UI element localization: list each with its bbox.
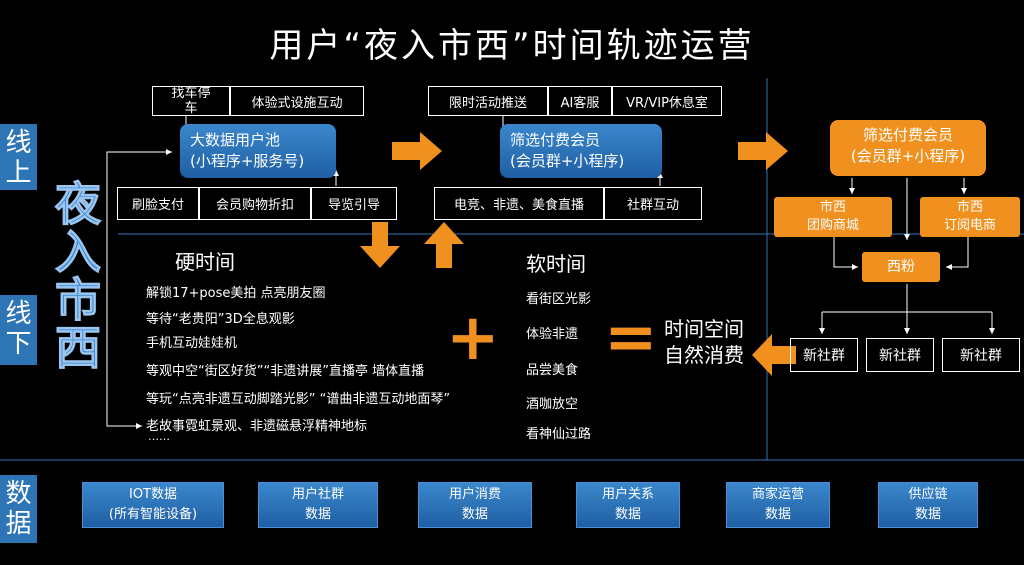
hard-item-7: …… — [148, 430, 170, 443]
tag-community-interact: 社群互动 — [604, 187, 702, 220]
side-label-online-text: 线上 — [5, 128, 32, 188]
group-buy-mall-box: 市西 团购商城 — [774, 197, 892, 237]
data-box-relationship-line2: 数据 — [614, 507, 641, 522]
side-label-data: 数据 — [0, 475, 37, 543]
user-pool-box: 大数据用户池 (小程序+服务号) — [180, 124, 336, 178]
hard-item-4: 等观中空“街区好货”“非遗讲展”直播亭 墙体直播 — [146, 364, 425, 379]
hard-item-1: 解锁17+pose美拍 点亮朋友圈 — [146, 286, 326, 301]
tag-guide-text: 导览引导 — [327, 198, 380, 213]
soft-time-title: 软时间 — [526, 252, 586, 276]
orange-arrow-down — [360, 222, 400, 268]
data-box-supply-chain: 供应链数据 — [878, 482, 978, 528]
user-pool-title: 大数据用户池 — [190, 131, 281, 149]
hard-item-3: 手机互动娃娃机 — [146, 336, 238, 351]
new-community-box-3: 新社群 — [942, 338, 1020, 372]
paid-member-box-orange: 筛选付费会员 (会员群+小程序) — [830, 120, 986, 176]
data-box-relationship: 用户关系数据 — [576, 482, 680, 528]
tag-live-stream: 电竞、非遗、美食直播 — [434, 187, 604, 220]
tag-experience-text: 体验式设施互动 — [251, 95, 343, 111]
tag-face-pay-text: 刷脸支付 — [131, 198, 184, 213]
data-box-consumption: 用户消费数据 — [418, 482, 532, 528]
subscription-ecommerce-box: 市西 订阅电商 — [920, 197, 1020, 237]
vertical-brand-text: 夜入市西 — [55, 177, 102, 375]
equals-sign: = — [604, 301, 658, 375]
new-community-text-1: 新社群 — [803, 348, 845, 364]
result-line1: 时间空间 — [664, 317, 744, 341]
soft-item-2: 体验非遗 — [526, 327, 579, 342]
soft-item-4: 酒咖放空 — [526, 397, 579, 412]
paid-member-subtitle: (会员群+小程序) — [510, 152, 625, 170]
orange-arrow-up — [424, 222, 464, 268]
new-community-text-3: 新社群 — [960, 348, 1002, 364]
soft-item-1: 看街区光影 — [526, 292, 592, 307]
plus-sign: + — [446, 301, 500, 375]
group-buy-mall-line1: 市西 — [819, 200, 846, 215]
tag-vip-lounge: VR/VIP休息室 — [612, 86, 722, 116]
tag-parking: 找车停车 — [152, 86, 230, 116]
data-box-community-line2: 数据 — [304, 507, 331, 522]
orange-arrow-right-2 — [738, 132, 788, 170]
side-label-online: 线上 — [0, 124, 37, 190]
tag-experience: 体验式设施互动 — [230, 86, 364, 116]
data-box-supply-chain-line1: 供应链 — [908, 487, 948, 502]
fans-text: 西粉 — [887, 259, 915, 275]
left-bracket-line — [106, 151, 160, 427]
side-label-offline: 线下 — [0, 295, 37, 365]
fans-box: 西粉 — [862, 252, 940, 282]
data-box-iot-line1: IOT数据 — [128, 487, 177, 502]
data-box-iot: IOT数据 (所有智能设备) — [82, 482, 224, 528]
data-box-consumption-line1: 用户消费 — [448, 487, 501, 502]
subscription-ecommerce-line1: 市西 — [956, 200, 983, 215]
data-box-relationship-line1: 用户关系 — [601, 487, 654, 502]
paid-member-orange-subtitle: (会员群+小程序) — [850, 147, 966, 165]
new-community-box-1: 新社群 — [790, 338, 858, 372]
orange-arrow-right-1 — [392, 132, 442, 170]
tag-parking-text: 找车停车 — [171, 86, 211, 116]
hard-item-2: 等待“老贵阳”3D全息观影 — [146, 312, 295, 327]
hard-item-5: 等玩“点亮非遗互动脚踏光影” “谱曲非遗互动地面琴” — [146, 392, 451, 407]
page-title: 用户“夜入市西”时间轨迹运营 — [269, 26, 755, 66]
tag-flash-push: 限时活动推送 — [428, 86, 548, 116]
data-box-supply-chain-line2: 数据 — [914, 507, 941, 522]
soft-item-5: 看神仙过路 — [526, 427, 592, 442]
data-box-consumption-line2: 数据 — [461, 507, 488, 522]
new-community-box-2: 新社群 — [866, 338, 934, 372]
tag-vip-lounge-text: VR/VIP休息室 — [626, 95, 708, 111]
hard-time-title: 硬时间 — [175, 250, 235, 274]
user-pool-subtitle: (小程序+服务号) — [190, 152, 305, 170]
subscription-ecommerce-line2: 订阅电商 — [943, 218, 996, 233]
paid-member-title: 筛选付费会员 — [510, 131, 601, 149]
tag-member-discount: 会员购物折扣 — [199, 187, 311, 220]
vertical-brand: 夜入市西 — [52, 177, 104, 375]
new-community-text-2: 新社群 — [879, 348, 921, 364]
tag-live-stream-text: 电竞、非遗、美食直播 — [453, 198, 584, 213]
tag-guide: 导览引导 — [311, 187, 397, 220]
result-text: 时间空间 自然消费 — [664, 316, 744, 368]
data-box-merchant-line2: 数据 — [764, 507, 791, 522]
group-buy-mall-line2: 团购商城 — [806, 218, 859, 233]
paid-member-box: 筛选付费会员 (会员群+小程序) — [500, 124, 662, 178]
side-label-data-text: 数据 — [5, 479, 32, 539]
tag-member-discount-text: 会员购物折扣 — [215, 198, 294, 213]
data-box-merchant-line1: 商家运营 — [751, 487, 804, 502]
hard-item-6: 老故事霓虹景观、非遗磁悬浮精神地标 — [146, 419, 368, 434]
tag-ai-service: AI客服 — [548, 86, 612, 116]
paid-member-orange-title: 筛选付费会员 — [862, 126, 953, 144]
result-line2: 自然消费 — [664, 343, 744, 367]
data-box-merchant: 商家运营数据 — [726, 482, 830, 528]
tag-face-pay: 刷脸支付 — [117, 187, 199, 220]
side-label-offline-text: 线下 — [5, 299, 32, 359]
data-box-community-line1: 用户社群 — [291, 487, 344, 502]
tag-ai-service-text: AI客服 — [560, 95, 600, 111]
data-box-community: 用户社群数据 — [258, 482, 378, 528]
orange-arrow-left — [752, 334, 796, 376]
tag-community-interact-text: 社群互动 — [626, 198, 679, 213]
data-box-iot-line2: (所有智能设备) — [108, 507, 198, 522]
tag-flash-push-text: 限时活动推送 — [448, 95, 527, 111]
soft-item-3: 品尝美食 — [526, 363, 579, 378]
